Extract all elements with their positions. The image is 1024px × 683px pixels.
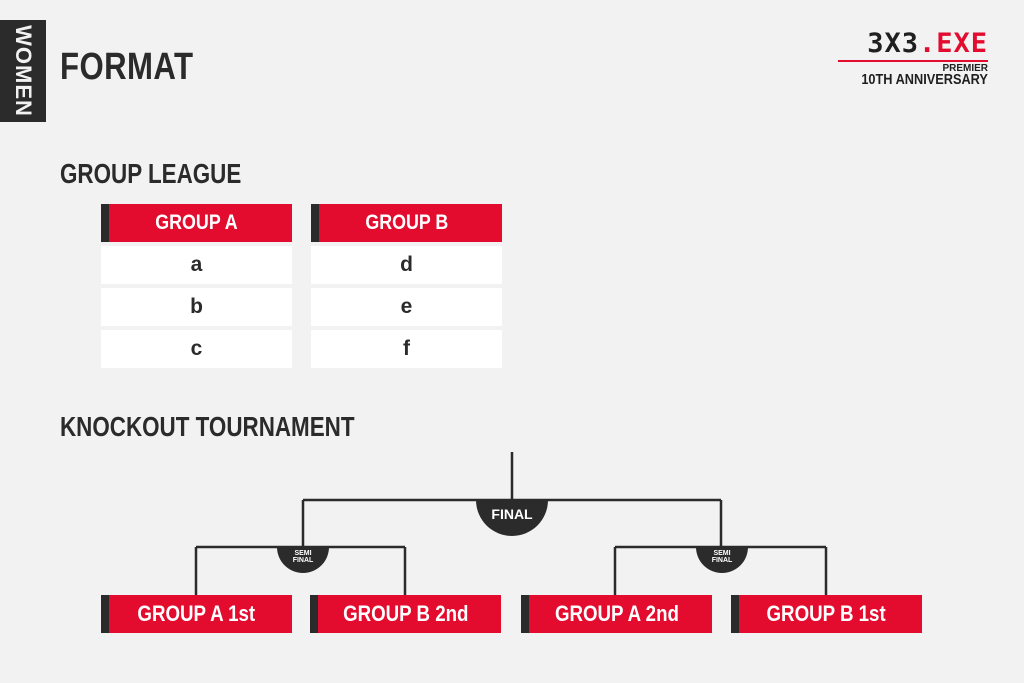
logo-rule: [838, 60, 988, 62]
final-label: FINAL: [491, 506, 533, 522]
group-b-column: GROUP B d e f: [311, 204, 502, 368]
group-a-name: GROUP A: [155, 211, 238, 234]
slot-group-b-1st: GROUP B 1st: [731, 595, 922, 633]
semi-left-badge: [277, 547, 329, 573]
semi-right-badge: [696, 547, 748, 573]
group-b-team-2: e: [311, 288, 502, 326]
side-tab-women: WOMEN: [0, 20, 46, 122]
logo-wordmark-left: 3X3: [867, 28, 919, 59]
semi-left-label-line1: SEMI: [294, 550, 312, 557]
logo-anniversary: 10TH ANNIVERSARY: [861, 71, 988, 88]
slot-4-label: GROUP B 1st: [766, 601, 887, 626]
page-title: FORMAT: [60, 46, 194, 88]
slot-2-label: GROUP B 2nd: [342, 601, 469, 626]
slot-3-label: GROUP A 2nd: [554, 601, 679, 626]
semi-right-label-line2: FINAL: [711, 557, 733, 564]
group-b-team-1: d: [311, 246, 502, 284]
logo-wordmark: 3X3.EXE: [867, 28, 988, 59]
slot-group-b-2nd: GROUP B 2nd: [310, 595, 501, 633]
knockout-heading: KNOCKOUT TOURNAMENT: [60, 411, 355, 442]
group-a-column: GROUP A a b c: [101, 204, 292, 368]
final-badge: [476, 500, 548, 536]
semi-right-label-line1: SEMI: [713, 550, 731, 557]
slot-group-a-2nd: GROUP A 2nd: [521, 595, 712, 633]
group-league-heading: GROUP LEAGUE: [60, 158, 242, 189]
brand-logo: 3X3.EXE PREMIER 10TH ANNIVERSARY: [838, 28, 988, 88]
group-a-header: GROUP A: [101, 204, 292, 242]
semi-left-label: SEMI FINAL: [277, 550, 329, 564]
slot-1-label: GROUP A 1st: [137, 601, 256, 626]
semi-left-label-line2: FINAL: [292, 557, 314, 564]
logo-wordmark-right: .EXE: [918, 28, 988, 59]
group-b-header: GROUP B: [311, 204, 502, 242]
group-a-team-1: a: [101, 246, 292, 284]
group-b-team-3: f: [311, 330, 502, 368]
semi-right-label: SEMI FINAL: [696, 550, 748, 564]
slot-group-a-1st: GROUP A 1st: [101, 595, 292, 633]
group-a-team-2: b: [101, 288, 292, 326]
group-a-team-3: c: [101, 330, 292, 368]
group-b-name: GROUP B: [364, 211, 448, 234]
logo-premier: PREMIER: [942, 63, 988, 74]
